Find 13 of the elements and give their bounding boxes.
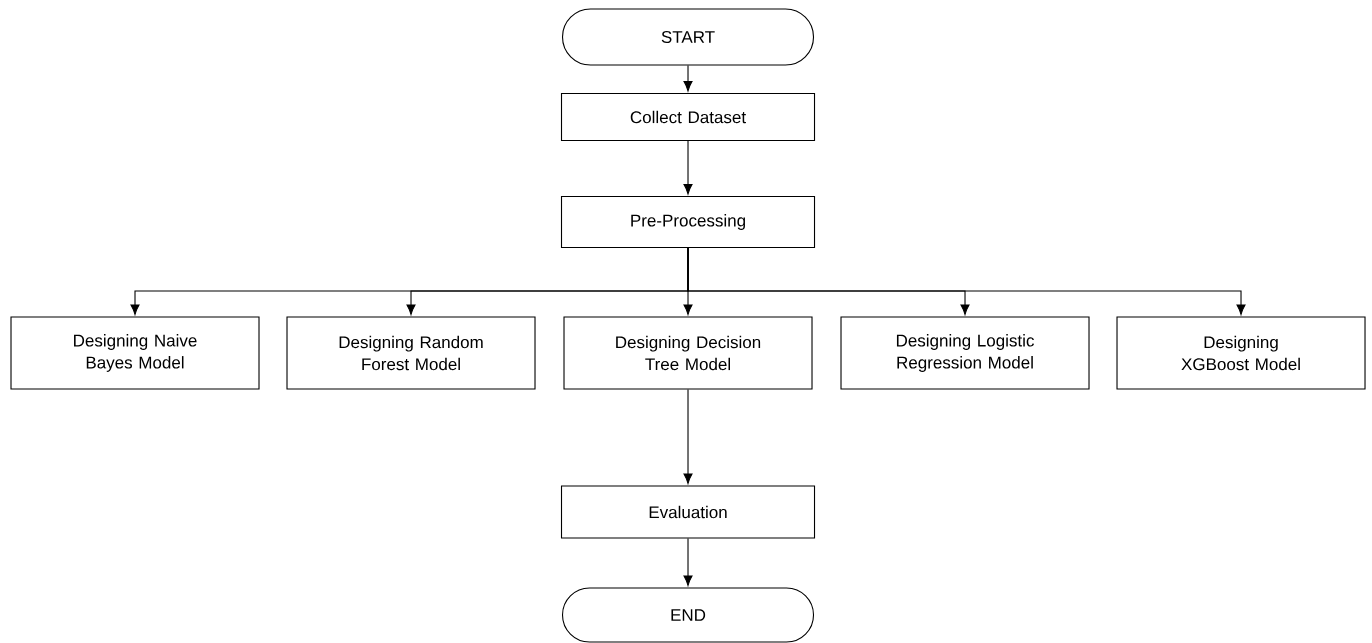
process-box: Designing Naive Bayes Model bbox=[10, 316, 260, 390]
arrow bbox=[683, 389, 693, 484]
process-box: Designing Logistic Regression Model bbox=[840, 316, 1090, 390]
process-box: Collect Dataset bbox=[560, 92, 816, 142]
process-box: Designing XGBoost Model bbox=[1116, 316, 1366, 390]
process-box: Pre-Processing bbox=[560, 195, 816, 249]
arrow bbox=[683, 65, 693, 92]
arrow bbox=[687, 247, 1246, 315]
process-box: Designing Random Forest Model bbox=[286, 316, 536, 390]
arrow bbox=[683, 538, 693, 586]
process-box: Designing Decision Tree Model bbox=[563, 316, 813, 390]
arrow bbox=[683, 140, 693, 195]
process-box: Evaluation bbox=[560, 485, 816, 539]
